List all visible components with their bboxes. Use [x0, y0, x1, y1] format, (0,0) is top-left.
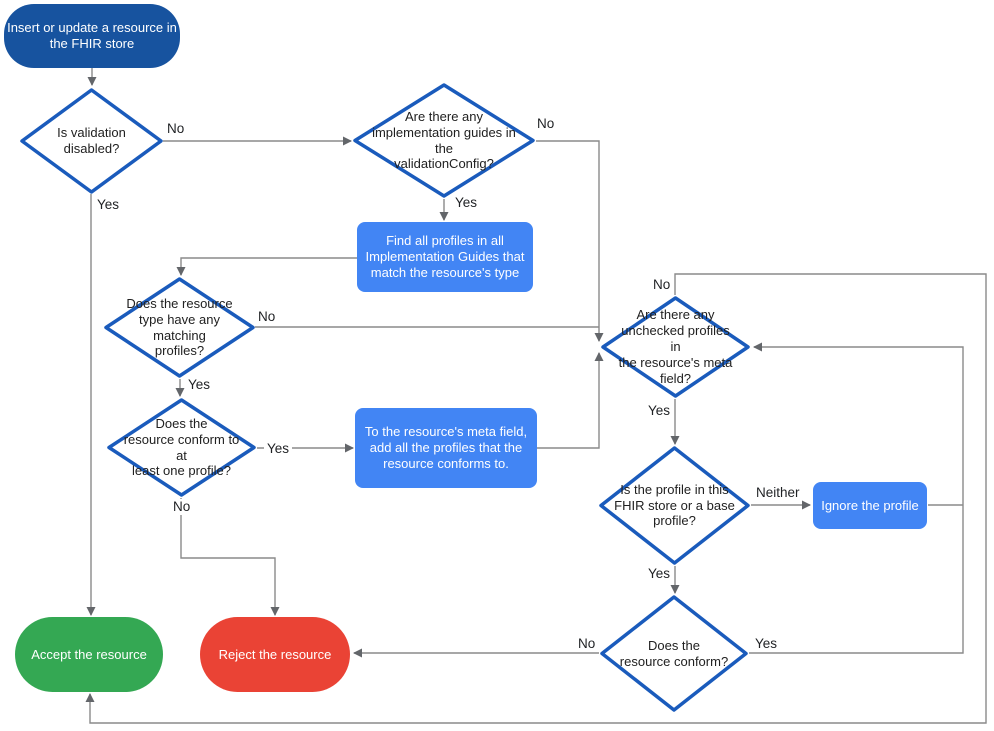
node-find-profiles: Find all profiles in all Implementation … [357, 222, 533, 292]
edge-label-conform-yes: Yes [755, 636, 778, 651]
node-add-to-meta: To the resource's meta field, add all th… [355, 408, 537, 488]
edge-label-unchecked-no: No [653, 277, 671, 292]
edge-label-conform-one-no: No [170, 499, 194, 515]
node-unchecked-profiles-label: Are there any unchecked profiles in the … [618, 307, 733, 386]
node-find-profiles-label: Find all profiles in all Implementation … [365, 233, 525, 280]
edge-label-matching-no: No [258, 309, 276, 324]
node-reject-resource: Reject the resource [200, 617, 350, 692]
node-ignore-profile: Ignore the profile [813, 482, 927, 529]
edge-conform-one-no-to-reject [180, 498, 280, 616]
node-ignore-profile-label: Ignore the profile [821, 497, 919, 513]
edge-label-conform-one-yes: Yes [264, 441, 293, 457]
node-profile-in-store: Is the profile in this FHIR store or a b… [599, 446, 750, 565]
node-add-to-meta-label: To the resource's meta field, add all th… [364, 424, 528, 471]
edge-label-profile-yes: Yes [648, 566, 671, 581]
node-accept-resource-label: Accept the resource [31, 646, 147, 662]
edge-label-unchecked-yes: Yes [648, 403, 671, 418]
edge-label-conform-no: No [578, 636, 596, 651]
diamond-shape [601, 296, 750, 398]
diamond-shape [353, 83, 535, 198]
node-does-resource-conform: Does the resource conform? [600, 595, 748, 712]
node-start-label: Insert or update a resource in the FHIR … [7, 20, 177, 51]
node-profile-in-store-label: Is the profile in this FHIR store or a b… [614, 481, 735, 529]
node-matching-profiles-label: Does the resource type have any matching… [126, 295, 233, 359]
node-is-validation-disabled-label: Is validation disabled? [57, 125, 126, 156]
node-start: Insert or update a resource in the FHIR … [4, 4, 180, 68]
node-conform-one-profile-label: Does the resource conform to at least on… [123, 415, 240, 479]
node-is-validation-disabled: Is validation disabled? [20, 88, 163, 194]
diamond-shape [600, 595, 748, 712]
node-implementation-guides-label: Are there any implementation guides in t… [372, 108, 516, 172]
node-implementation-guides: Are there any implementation guides in t… [353, 83, 535, 198]
edge-label-validation-no: No [167, 121, 185, 136]
node-accept-resource: Accept the resource [15, 617, 163, 692]
edge-label-guides-yes: Yes [455, 195, 478, 210]
node-does-resource-conform-label: Does the resource conform? [619, 637, 729, 669]
diamond-shape [107, 398, 256, 497]
edge-guides-no-trunk [536, 140, 604, 342]
edge-find-to-matching [176, 257, 357, 276]
node-matching-profiles: Does the resource type have any matching… [104, 277, 255, 378]
edge-label-guides-no: No [537, 116, 555, 131]
edge-label-validation-yes: Yes [97, 197, 120, 212]
node-unchecked-profiles: Are there any unchecked profiles in the … [601, 296, 750, 398]
node-reject-resource-label: Reject the resource [218, 646, 332, 662]
diamond-shape [599, 446, 750, 565]
edge-conform-yes-loop [749, 342, 964, 654]
edge-label-matching-yes: Yes [188, 377, 211, 392]
diamond-shape [104, 277, 255, 378]
edge-label-profile-neither: Neither [756, 485, 800, 500]
edge-addmeta-to-unchecked [537, 352, 604, 449]
diamond-shape [20, 88, 163, 194]
node-conform-one-profile: Does the resource conform to at least on… [107, 398, 256, 497]
edge-unchecked-no-loop-to-accept [85, 273, 987, 724]
